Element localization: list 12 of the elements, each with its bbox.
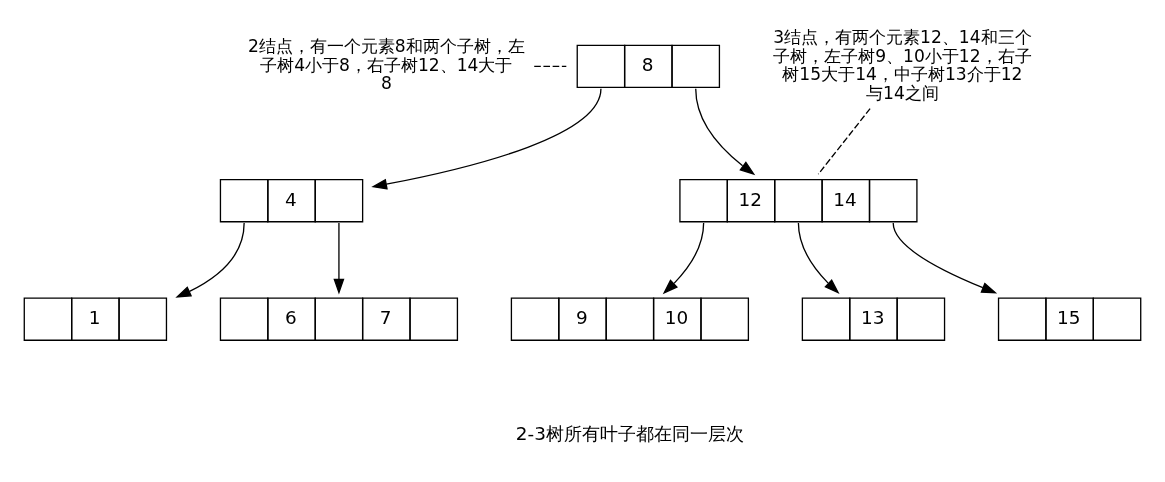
arrow: [333, 221, 345, 294]
arrow: [892, 221, 998, 293]
node-text: 2结点，有一个元素8和两个子树，左子树4小于8，右子树12、14大于8: [247, 35, 525, 93]
arrow: [371, 87, 602, 190]
connector: [533, 65, 567, 67]
arrow: [797, 221, 840, 294]
arrow: [695, 87, 756, 175]
node-text: 3结点，有两个元素12、14和三个子树，左子树9、10小于12，右子树15大于14，中子树13介于12与14之间: [773, 26, 1032, 103]
connector: [817, 107, 871, 175]
label: 2-3树所有叶子都在同一层次: [515, 422, 744, 444]
arrow: [662, 221, 705, 294]
arrow: [175, 221, 245, 298]
